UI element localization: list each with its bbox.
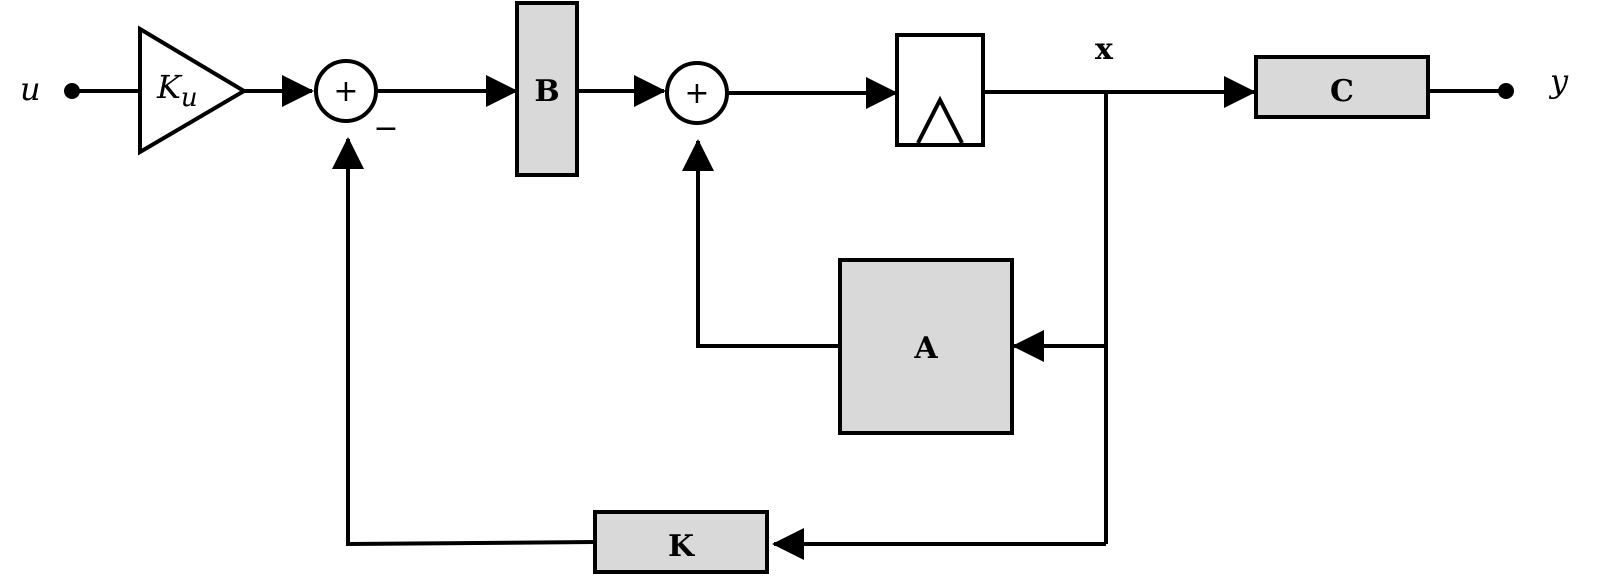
sum1-plus-sign: + [333,74,358,109]
gain-label-sub: u [181,83,198,113]
gain-label-main: K [156,68,183,106]
integrator-block [895,33,985,147]
integrator-triangle-icon [916,95,964,144]
output-terminal [1498,83,1514,99]
sum1-minus-sign: − [373,111,398,146]
block-c-label: C [1330,74,1354,109]
block-b [515,1,579,177]
sum2-plus-sign: + [684,76,709,111]
wire-a-to-sum2 [682,139,840,348]
block-c [1254,55,1430,119]
block-k-label: K [668,529,695,564]
output-label: y [1548,62,1569,100]
block-k [593,510,769,574]
gain-block-ku [138,25,248,156]
wire-k-to-sum1 [332,137,596,547]
block-a [838,258,1014,435]
gain-label: Ku [156,68,198,113]
input-label: u [20,70,41,108]
block-b-label: B [534,74,559,109]
block-a-label: A [913,331,938,366]
state-label-x: x [1095,32,1114,67]
